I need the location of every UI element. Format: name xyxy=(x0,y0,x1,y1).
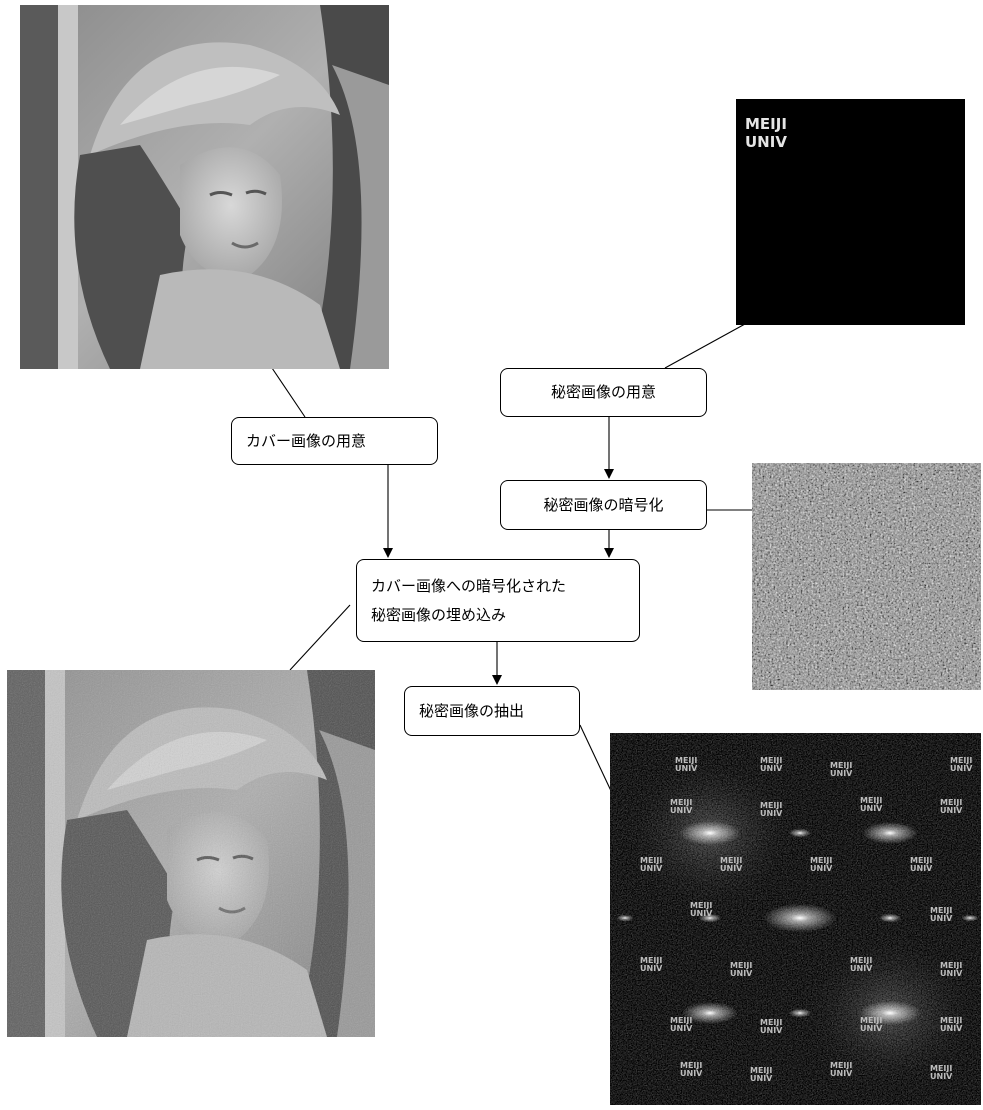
extracted-mark: MEIJI xyxy=(930,906,952,915)
extracted-mark: MEIJI xyxy=(760,756,782,765)
stego-image xyxy=(7,670,375,1037)
extracted-mark: UNIV xyxy=(720,864,743,873)
extracted-mark: UNIV xyxy=(930,1072,953,1081)
extracted-mark: MEIJI xyxy=(720,856,742,865)
secret-prep-box: 秘密画像の用意 xyxy=(500,368,707,417)
extracted-mark: MEIJI xyxy=(830,761,852,770)
extracted-mark: MEIJI xyxy=(850,956,872,965)
extracted-mark: UNIV xyxy=(810,864,833,873)
extracted-mark: UNIV xyxy=(850,964,873,973)
extracted-mark: MEIJI xyxy=(940,1016,962,1025)
extracted-mark: MEIJI xyxy=(730,961,752,970)
extracted-mark: UNIV xyxy=(940,806,963,815)
extracted-mark: MEIJI xyxy=(930,1064,952,1073)
extracted-mark: MEIJI xyxy=(940,961,962,970)
embed-label-line2: 秘密画像の埋め込み xyxy=(371,605,507,624)
extracted-mark: MEIJI xyxy=(640,856,662,865)
extracted-mark: UNIV xyxy=(950,764,973,773)
extracted-mark: MEIJI xyxy=(760,1018,782,1027)
extracted-mark: MEIJI xyxy=(640,956,662,965)
embed-label-line1: カバー画像への暗号化された xyxy=(371,576,567,595)
extracted-mark: MEIJI xyxy=(760,801,782,810)
extracted-mark: MEIJI xyxy=(670,1016,692,1025)
cover-image xyxy=(20,5,389,369)
extracted-mark: MEIJI xyxy=(950,756,972,765)
extracted-mark: UNIV xyxy=(760,764,783,773)
bright-spot xyxy=(961,914,979,922)
bright-spot xyxy=(682,1002,738,1024)
secret-image-connector xyxy=(664,323,746,369)
extracted-image-connector xyxy=(579,724,613,794)
extracted-mark: UNIV xyxy=(640,964,663,973)
extracted-mark: MEIJI xyxy=(690,901,712,910)
extracted-mark: UNIV xyxy=(860,804,883,813)
secret-image: MEIJI UNIV xyxy=(736,99,965,325)
extract-box: 秘密画像の抽出 xyxy=(404,686,580,736)
extracted-mark: MEIJI xyxy=(670,798,692,807)
bright-spot xyxy=(859,1000,921,1026)
extract-label: 秘密画像の抽出 xyxy=(419,701,525,720)
extracted-mark: MEIJI xyxy=(860,796,882,805)
bright-spot xyxy=(788,1008,812,1018)
extracted-mark: UNIV xyxy=(940,969,963,978)
extracted-mark: MEIJI xyxy=(810,856,832,865)
extracted-mark: MEIJI xyxy=(910,856,932,865)
encrypted-secret-image xyxy=(752,463,981,690)
extracted-mark: MEIJI xyxy=(940,798,962,807)
bright-spot xyxy=(862,822,918,844)
secret-image-text-line1: MEIJI xyxy=(745,115,787,133)
bright-spot xyxy=(679,820,741,846)
extracted-mark: MEIJI xyxy=(750,1066,772,1075)
extracted-mark: UNIV xyxy=(760,1026,783,1035)
extracted-mark: UNIV xyxy=(670,806,693,815)
extracted-mark: UNIV xyxy=(640,864,663,873)
bright-spot xyxy=(616,914,634,922)
secret-prep-label: 秘密画像の用意 xyxy=(550,383,656,401)
extracted-mark: UNIV xyxy=(940,1024,963,1033)
extracted-mark: UNIV xyxy=(910,864,933,873)
extracted-mark: UNIV xyxy=(675,764,698,773)
extracted-mark: UNIV xyxy=(730,969,753,978)
cover-image-connector xyxy=(271,367,306,418)
stego-image-connector xyxy=(289,604,351,671)
secret-image-text-line2: UNIV xyxy=(745,133,787,151)
bright-spot xyxy=(763,903,837,933)
extracted-mark: MEIJI xyxy=(675,756,697,765)
bright-spot xyxy=(878,913,902,923)
extracted-mark: MEIJI xyxy=(680,1061,702,1070)
extracted-mark: MEIJI xyxy=(830,1061,852,1070)
bright-spot xyxy=(788,828,812,838)
bright-spot xyxy=(698,913,722,923)
extracted-mark: UNIV xyxy=(670,1024,693,1033)
embed-box: カバー画像への暗号化された 秘密画像の埋め込み xyxy=(356,559,640,642)
extracted-mark: UNIV xyxy=(860,1024,883,1033)
extracted-mark: UNIV xyxy=(830,1069,853,1078)
extracted-mark: UNIV xyxy=(930,914,953,923)
cover-prep-label: カバー画像の用意 xyxy=(246,431,367,450)
extracted-mark: UNIV xyxy=(760,809,783,818)
cover-prep-box: カバー画像の用意 xyxy=(231,417,438,465)
extracted-mark: UNIV xyxy=(750,1074,773,1083)
extracted-mark: UNIV xyxy=(690,909,713,918)
extracted-mark: UNIV xyxy=(680,1069,703,1078)
encrypt-box: 秘密画像の暗号化 xyxy=(500,480,707,530)
encrypt-label: 秘密画像の暗号化 xyxy=(543,495,664,514)
extracted-mark: MEIJI xyxy=(860,1016,882,1025)
extracted-mark: UNIV xyxy=(830,769,853,778)
